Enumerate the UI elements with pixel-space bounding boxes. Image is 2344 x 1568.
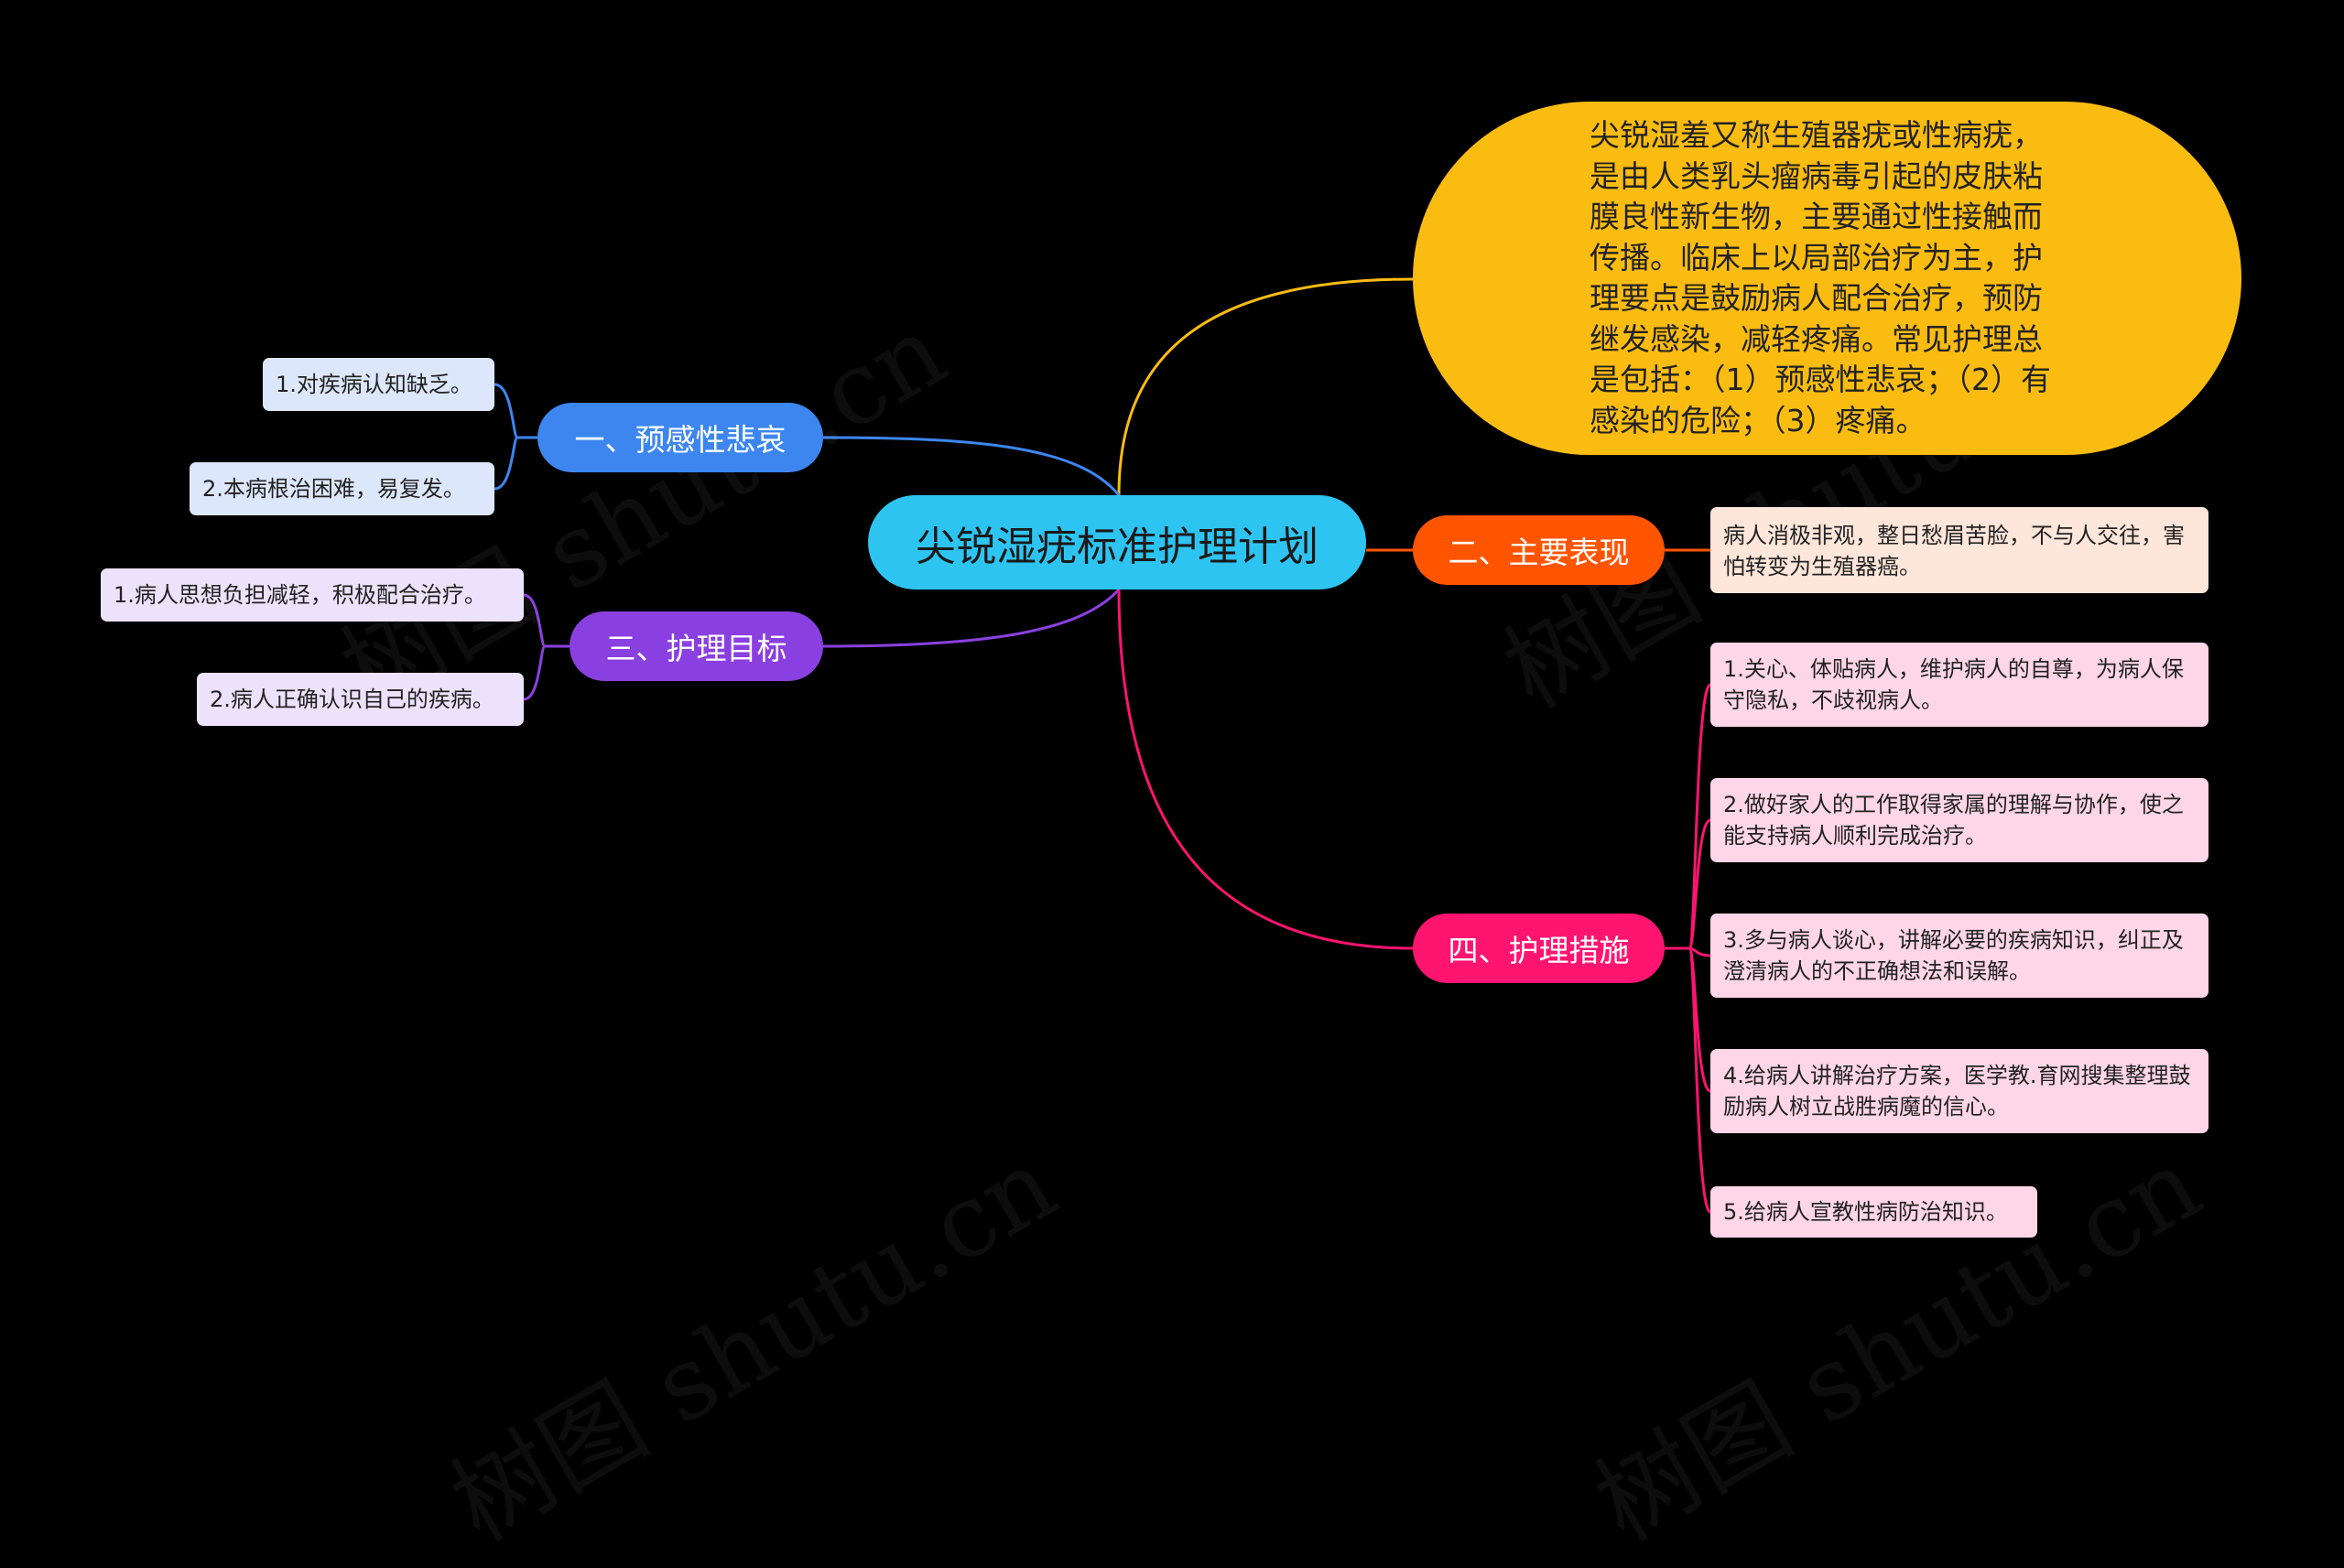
- leaf-text: 4.给病人讲解治疗方案，医学教.育网搜集整理鼓励病人树立战胜病魔的信心。: [1723, 1063, 2191, 1119]
- connector-lines: [494, 277, 1712, 1214]
- leaf-item[interactable]: 1.对疾病认知缺乏。: [263, 358, 494, 411]
- leaf-item[interactable]: 1.病人思想负担减轻，积极配合治疗。: [101, 568, 524, 622]
- leaf-text: 1.对疾病认知缺乏。: [276, 372, 472, 397]
- connector-b1-leaf1: [494, 383, 537, 439]
- leaf-item[interactable]: 3.多与病人谈心，讲解必要的疾病知识，纠正及澄清病人的不正确想法和误解。: [1710, 914, 2208, 998]
- leaf-item[interactable]: 2.病人正确认识自己的疾病。: [197, 673, 524, 726]
- leaf-text: 1.关心、体贴病人，维护病人的自尊，为病人保守隐私，不歧视病人。: [1723, 656, 2184, 713]
- connector-b3-leaf2: [523, 644, 547, 701]
- branch-label: 二、主要表现: [1448, 535, 1630, 570]
- leaf-text: 2.本病根治困难，易复发。: [202, 476, 465, 502]
- leaf-item[interactable]: 5.给病人宣教性病防治知识。: [1710, 1186, 2037, 1238]
- connector-b4-leaf1: [1665, 683, 1712, 950]
- leaf-item[interactable]: 2.做好家人的工作取得家属的理解与协作，使之能支持病人顺利完成治疗。: [1710, 778, 2208, 862]
- leaf-text: 病人消极非观，整日愁眉苦脸，不与人交往，害怕转变为生殖器癌。: [1723, 523, 2185, 579]
- connector-central-b1: [822, 436, 1121, 496]
- leaf-text: 3.多与病人谈心，讲解必要的疾病知识，纠正及澄清病人的不正确想法和误解。: [1723, 927, 2184, 984]
- leaf-item[interactable]: 4.给病人讲解治疗方案，医学教.育网搜集整理鼓励病人树立战胜病魔的信心。: [1710, 1049, 2208, 1133]
- leaf-text: 5.给病人宣教性病防治知识。: [1723, 1199, 2008, 1225]
- connector-b4-leaf2: [1687, 818, 1711, 950]
- branch-label: 一、预感性悲哀: [574, 422, 787, 458]
- leaf-text: 2.做好家人的工作取得家属的理解与协作，使之能支持病人顺利完成治疗。: [1723, 792, 2184, 849]
- connector-central-b4: [1117, 589, 1414, 950]
- branch-nursing-goals[interactable]: 三、护理目标: [570, 611, 823, 681]
- central-topic-label: 尖锐湿疣标准护理计划: [916, 523, 1318, 570]
- connector-central-summary: [1117, 277, 1414, 496]
- leaf-text: 1.病人思想负担减轻，积极配合治疗。: [114, 582, 486, 608]
- summary-text: 尖锐湿羞又称生殖器疣或性病疣，是由人类乳头瘤病毒引起的皮肤粘膜良性新生物，主要通…: [1590, 117, 2051, 438]
- branch-nursing-measures[interactable]: 四、护理措施: [1413, 914, 1665, 983]
- branch-label: 三、护理目标: [605, 631, 787, 666]
- leaf-item[interactable]: 2.本病根治困难，易复发。: [190, 462, 494, 515]
- branch-anticipatory-grief[interactable]: 一、预感性悲哀: [537, 403, 823, 472]
- summary-bubble[interactable]: 尖锐湿羞又称生殖器疣或性病疣，是由人类乳头瘤病毒引起的皮肤粘膜良性新生物，主要通…: [1413, 102, 2241, 455]
- connector-b4-leaf5: [1687, 946, 1712, 1214]
- connector-b1-leaf2: [494, 436, 519, 491]
- leaf-item[interactable]: 病人消极非观，整日愁眉苦脸，不与人交往，害怕转变为生殖器癌。: [1710, 507, 2208, 593]
- central-topic[interactable]: 尖锐湿疣标准护理计划: [868, 495, 1366, 589]
- leaf-item[interactable]: 1.关心、体贴病人，维护病人的自尊，为病人保守隐私，不歧视病人。: [1710, 643, 2208, 727]
- leaf-text: 2.病人正确认识自己的疾病。: [210, 687, 494, 712]
- connector-central-b3: [822, 588, 1121, 648]
- branch-label: 四、护理措施: [1448, 933, 1630, 968]
- branch-main-symptoms[interactable]: 二、主要表现: [1413, 515, 1665, 585]
